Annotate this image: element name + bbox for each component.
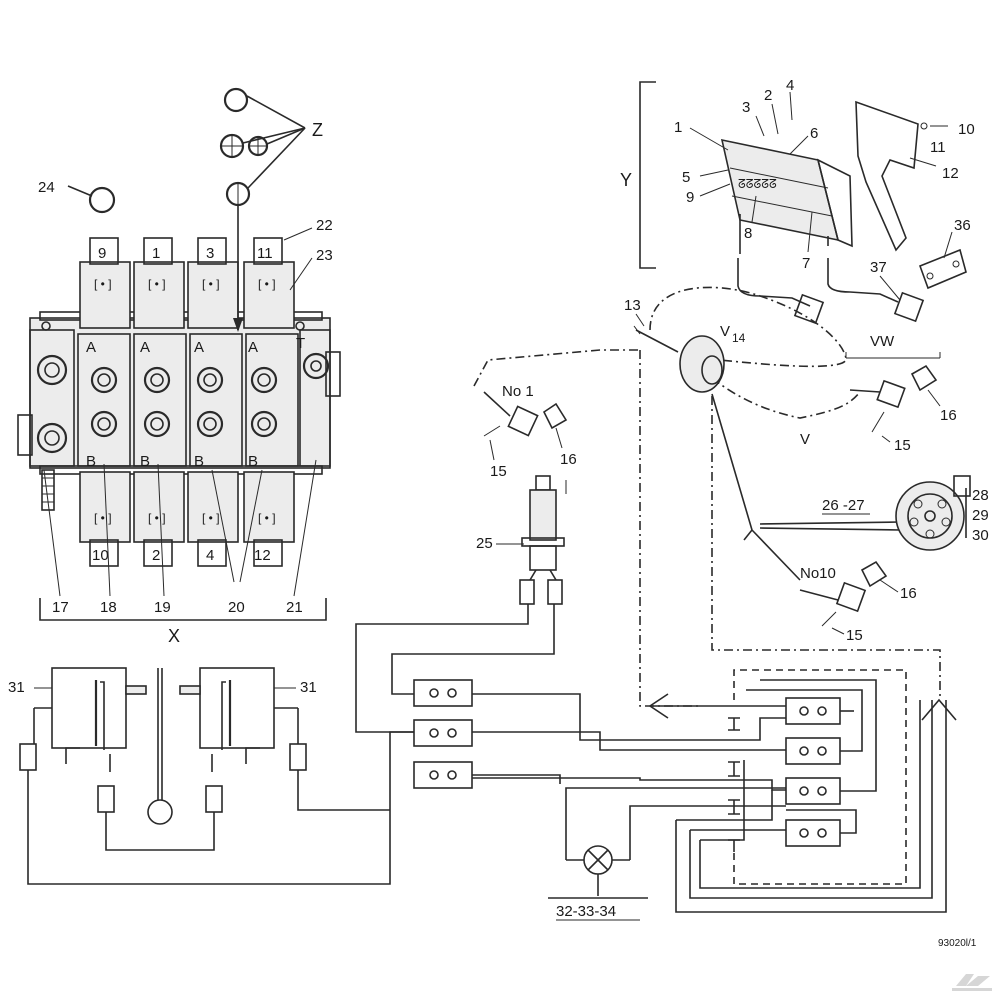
coil-label-top: 3	[206, 245, 214, 262]
part-label: 20	[228, 599, 245, 616]
svg-text:[ • ]: [ • ]	[202, 511, 220, 525]
solenoid-coils-bottom: [ • ] [ • ] [ • ] [ • ] 10 2 4 12	[79, 471, 295, 567]
socket-28-30: 26 -27 28 29 30	[711, 393, 989, 581]
part-label: 12	[942, 165, 959, 182]
port-a-label: A	[194, 339, 204, 356]
part-label: 16	[940, 407, 957, 424]
part-label: 11	[930, 139, 946, 156]
part-label: 10	[958, 121, 975, 138]
coil-label-bottom: 10	[92, 547, 109, 564]
valve-part-labels: 22 23 17 18 19 20 21 X	[39, 217, 333, 646]
wire-label: No10	[800, 565, 836, 582]
port-t-label: T	[296, 335, 305, 352]
part-label: 37	[870, 259, 887, 276]
part-label: 29	[972, 507, 989, 524]
terminal-blocks	[413, 679, 841, 847]
part-label: 26 -27	[822, 497, 865, 514]
switches-31: 31 31	[8, 667, 317, 825]
part-label: 21	[286, 599, 303, 616]
part-label: 36	[954, 217, 971, 234]
svg-text:[ • ]: [ • ]	[202, 277, 220, 291]
drawing-reference: 93020l/1	[938, 938, 977, 949]
part-label: 16	[560, 451, 577, 468]
label-x: X	[168, 626, 180, 646]
port-a-label: A	[248, 339, 258, 356]
part-label: 1	[674, 119, 682, 136]
part-label: 15	[894, 437, 911, 454]
wiring-lines: 32-33-34	[27, 350, 957, 921]
wire-label: VW	[870, 333, 895, 350]
part-label: 15	[490, 463, 507, 480]
part-label: 16	[900, 585, 917, 602]
part-label: 19	[154, 599, 171, 616]
part-label: 28	[972, 487, 989, 504]
port-a-label: A	[86, 339, 96, 356]
part-label: 25	[476, 535, 493, 552]
svg-text:ᘔᘔᘔᘔᘔ: ᘔᘔᘔᘔᘔ	[738, 177, 777, 191]
wire-label: V	[800, 431, 810, 448]
wire-label: No 1	[502, 383, 534, 400]
part-label: 5	[682, 169, 690, 186]
coil-label-bottom: 4	[206, 547, 214, 564]
part-label: 6	[810, 125, 818, 142]
part-label: 9	[686, 189, 694, 206]
part-label: 15	[846, 627, 863, 644]
o-rings-z: Z	[219, 87, 323, 332]
solenoid-coils-top: [ • ] [ • ] [ • ] [ • ] 9 1 3 11	[79, 237, 295, 329]
part-label: 24	[38, 179, 55, 196]
part-label: 31	[300, 679, 317, 696]
coil-label-top: 11	[257, 245, 273, 262]
part-label: 22	[316, 217, 333, 234]
valve-port-labels: A A A A B B B B T	[86, 335, 305, 470]
part-label: 32-33-34	[556, 903, 616, 920]
label-y: Y	[620, 170, 632, 190]
coil-label-top: 9	[98, 245, 106, 262]
connector-no1: No 1 15 16	[473, 349, 640, 480]
coil-label-bottom: 12	[254, 547, 271, 564]
port-b-label: B	[248, 453, 258, 470]
part-label: 8	[744, 225, 752, 242]
svg-text:[ • ]: [ • ]	[148, 511, 166, 525]
part-label: 23	[316, 247, 333, 264]
part-label: 14	[732, 331, 746, 345]
svg-text:[ • ]: [ • ]	[94, 511, 112, 525]
connector-no10: No10 16 15	[799, 560, 917, 644]
switch-14-harness: 13 V 14 VW V 16 15	[624, 286, 957, 454]
svg-text:[ • ]: [ • ]	[258, 277, 276, 291]
solenoid-25: 25	[476, 475, 567, 605]
port-b-label: B	[140, 453, 150, 470]
part-label: 18	[100, 599, 117, 616]
part-label: 30	[972, 527, 989, 544]
port-b-label: B	[194, 453, 204, 470]
part-label: 17	[52, 599, 69, 616]
part-label: 31	[8, 679, 25, 696]
port-b-label: B	[86, 453, 96, 470]
part-label: 4	[786, 77, 794, 94]
label-z: Z	[312, 120, 323, 140]
part-label: 2	[764, 87, 772, 104]
ring-24: 24	[38, 179, 116, 214]
part-label: 13	[624, 297, 641, 314]
svg-text:[ • ]: [ • ]	[148, 277, 166, 291]
coil-label-bottom: 2	[152, 547, 160, 564]
control-box-assembly: Y ᘔᘔᘔᘔᘔ 1 3 2 4	[620, 77, 975, 325]
port-a-label: A	[140, 339, 150, 356]
part-label: 7	[802, 255, 810, 272]
wire-label: V	[720, 323, 730, 340]
brand-logo	[952, 974, 992, 991]
part-label: 3	[742, 99, 750, 116]
svg-text:[ • ]: [ • ]	[258, 511, 276, 525]
coil-label-top: 1	[152, 245, 160, 262]
svg-text:[ • ]: [ • ]	[94, 277, 112, 291]
